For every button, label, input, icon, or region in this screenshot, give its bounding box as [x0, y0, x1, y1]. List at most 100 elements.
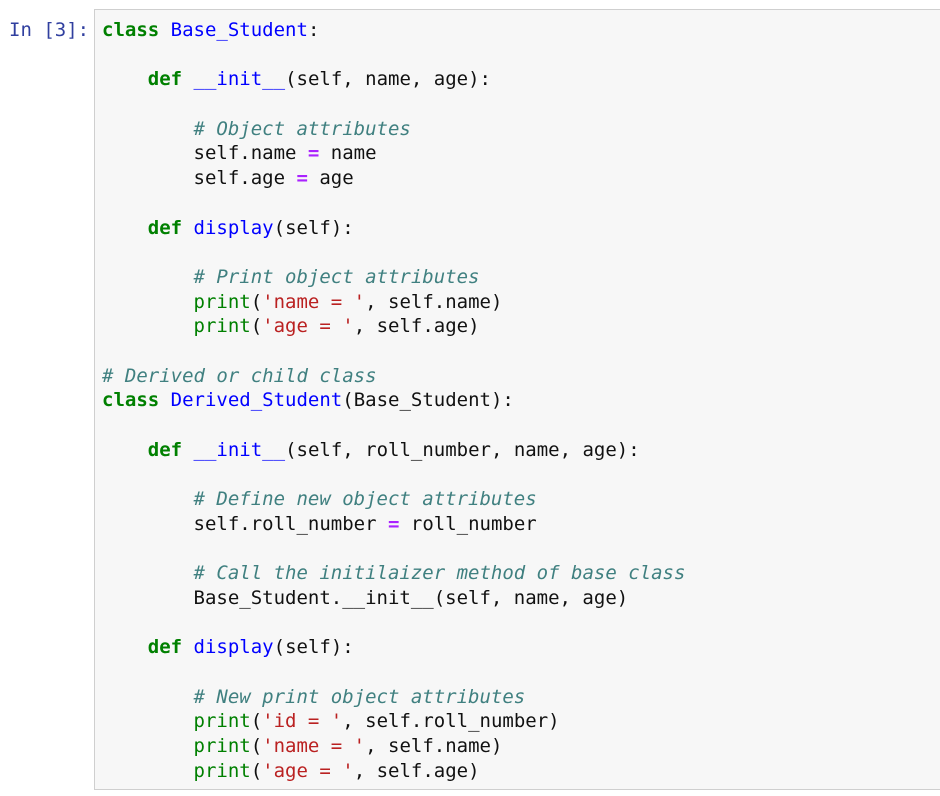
code-token: self.name [102, 142, 308, 165]
code-line: print('age = ', self.age) [102, 759, 685, 784]
code-line [102, 43, 685, 68]
code-token [102, 686, 194, 708]
code-token [102, 118, 194, 140]
code-token: age [307, 167, 354, 190]
code-token: ( [250, 710, 263, 733]
code-token [102, 439, 148, 461]
code-token: : [307, 19, 320, 41]
code-token: 'name = ' [262, 734, 366, 757]
code-line: class Derived_Student(Base_Student): [102, 388, 685, 413]
code-line [102, 462, 685, 487]
code-token: , self.roll_number) [342, 710, 560, 733]
code-line: # Print object attributes [102, 265, 685, 290]
code-token [102, 562, 194, 584]
code-token: , self.age) [353, 759, 480, 782]
code-line: print('age = ', self.age) [102, 314, 685, 339]
code-token: Base_Student.__init__(self, name, age) [102, 586, 629, 609]
code-token: # New print object attributes [193, 685, 526, 708]
code-line [102, 536, 685, 561]
code-token [102, 315, 194, 337]
code-token: print [193, 290, 251, 313]
code-token: # Define new object attributes [193, 488, 537, 511]
code-token: # Print object attributes [193, 265, 480, 288]
code-token: (self, name, age): [285, 68, 491, 91]
code-token: (self): [273, 636, 354, 659]
code-token [102, 68, 148, 90]
code-token [102, 488, 194, 510]
code-token: (self, roll_number, name, age): [285, 438, 640, 461]
code-token: self.roll_number [102, 512, 388, 535]
code-line [102, 413, 685, 438]
code-token [159, 19, 170, 41]
code-token: = [307, 142, 320, 165]
code-token: , self.age) [353, 315, 480, 338]
code-token: display [193, 636, 274, 659]
code-token: display [193, 216, 274, 239]
code-token: __init__ [193, 68, 286, 91]
code-token: print [193, 315, 251, 338]
code-token: , self.name) [365, 734, 503, 757]
code-token: 'age = ' [262, 315, 354, 338]
code-token [102, 217, 148, 239]
code-token: class [102, 389, 160, 412]
code-line [102, 191, 685, 216]
code-token [182, 636, 193, 658]
code-line: def display(self): [102, 216, 685, 241]
code-token: = [296, 167, 308, 190]
code-token [102, 710, 194, 732]
code-token [102, 760, 194, 782]
code-line: Base_Student.__init__(self, name, age) [102, 586, 685, 611]
code-token: Derived_Student [170, 389, 343, 412]
code-line: # Derived or child class [102, 364, 685, 389]
code-token: # Derived or child class [102, 364, 377, 387]
code-token: ( [250, 734, 263, 757]
code-token [182, 439, 193, 461]
code-token: print [193, 759, 251, 782]
code-token: # Call the initilaizer method of base cl… [193, 562, 686, 585]
code-token: name [319, 142, 377, 165]
code-line: # Object attributes [102, 117, 685, 142]
code-line [102, 611, 685, 636]
code-token: def [147, 216, 183, 239]
code-token [102, 636, 148, 658]
code-line [102, 92, 685, 117]
code-token [182, 68, 193, 90]
code-token: ( [250, 315, 263, 338]
code-token: (self): [273, 216, 354, 239]
code-token: Base_Student [170, 19, 308, 41]
code-token: = [387, 512, 400, 535]
code-token: def [147, 636, 183, 659]
code-line: def __init__(self, name, age): [102, 67, 685, 92]
code-token: 'age = ' [262, 759, 354, 782]
code-line: print('id = ', self.roll_number) [102, 709, 685, 734]
code-line: def display(self): [102, 635, 685, 660]
code-token: (Base_Student): [342, 389, 514, 412]
code-token: 'id = ' [262, 710, 343, 733]
code-token [102, 291, 194, 313]
code-line: # Call the initilaizer method of base cl… [102, 561, 686, 586]
code-line: self.name = name [102, 141, 685, 166]
code-line [102, 339, 685, 364]
code-token: ( [250, 290, 263, 313]
code-line [102, 660, 685, 685]
code-line: self.age = age [102, 166, 685, 191]
code-token: self.age [102, 167, 297, 190]
code-token: print [193, 734, 251, 757]
code-line: # New print object attributes [102, 685, 685, 710]
code-token: ( [250, 759, 263, 782]
code-line: print('name = ', self.name) [102, 290, 685, 315]
code-token [102, 735, 194, 757]
code-token [182, 217, 193, 239]
code-token: print [193, 710, 251, 733]
code-line: self.roll_number = roll_number [102, 512, 685, 537]
code-token: __init__ [193, 438, 286, 461]
code-token: # Object attributes [193, 117, 411, 140]
code-token: def [147, 68, 183, 91]
code-line: class Base_Student: [102, 18, 685, 43]
code-cell[interactable] [94, 9, 940, 790]
code-token: roll_number [399, 512, 537, 535]
code-token [159, 389, 170, 411]
code-editor[interactable]: class Base_Student: def __init__(self, n… [102, 18, 685, 783]
code-token [102, 266, 194, 288]
code-token: def [147, 438, 183, 461]
